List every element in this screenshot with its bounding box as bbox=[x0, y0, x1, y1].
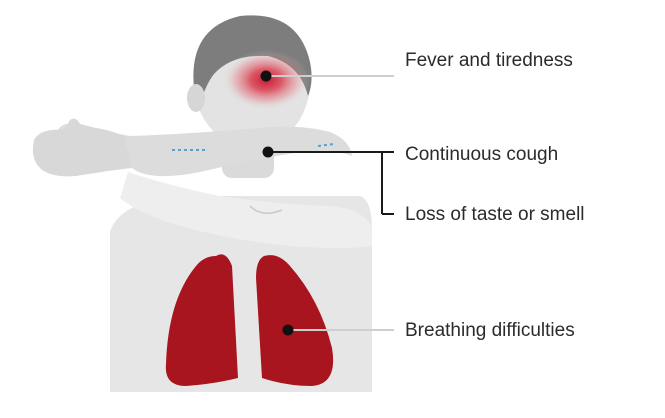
hand bbox=[33, 119, 132, 177]
symptom-label-breathing: Breathing difficulties bbox=[405, 321, 575, 340]
symptom-label-fever: Fever and tiredness bbox=[405, 51, 573, 70]
ear bbox=[187, 84, 205, 112]
symptom-label-taste: Loss of taste or smell bbox=[405, 205, 585, 224]
lungs-marker bbox=[283, 325, 294, 336]
mouth-marker bbox=[263, 147, 274, 158]
symptom-label-cough: Continuous cough bbox=[405, 145, 558, 164]
fever-marker bbox=[261, 71, 272, 82]
